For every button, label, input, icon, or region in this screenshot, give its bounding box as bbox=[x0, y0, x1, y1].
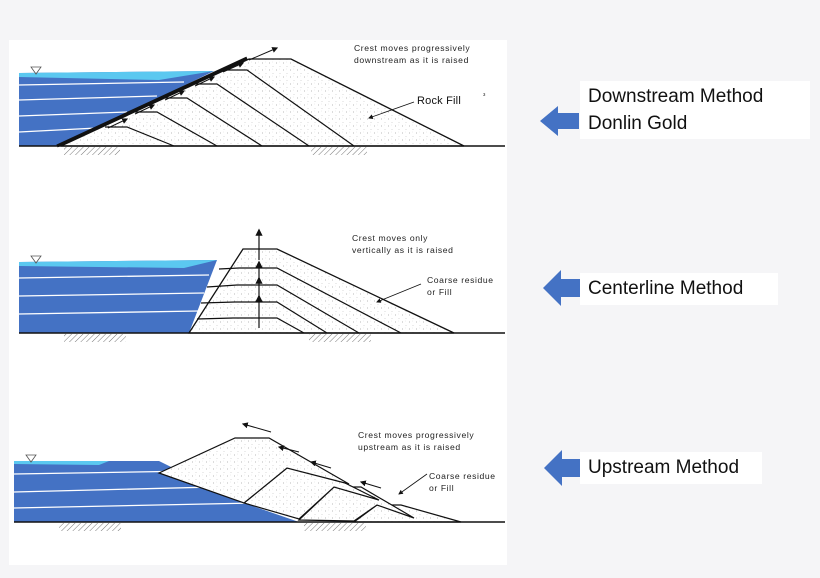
fill-label-line: or Fill bbox=[429, 483, 455, 493]
downstream-label: Downstream Method Donlin Gold bbox=[580, 81, 810, 139]
fill-label-line: Coarse residue bbox=[429, 471, 496, 481]
upstream-fill-label: Coarse residue or Fill bbox=[429, 470, 496, 494]
pond-water bbox=[19, 260, 217, 268]
project-label: Donlin Gold bbox=[588, 113, 688, 134]
water-level-icon bbox=[30, 66, 42, 75]
annotation-line: Crest moves progressively bbox=[354, 43, 471, 53]
downstream-diagram bbox=[18, 47, 505, 155]
fill-label-line: Coarse residue bbox=[427, 275, 494, 285]
fill-pointer bbox=[376, 283, 422, 303]
centerline-fill-label: Coarse residue or Fill bbox=[427, 274, 494, 298]
fill-pointer bbox=[398, 473, 428, 495]
ground-hatch-icon bbox=[304, 523, 366, 531]
crest-move-arrows bbox=[241, 422, 382, 489]
raise-outlines bbox=[105, 69, 355, 147]
upstream-label: Upstream Method bbox=[580, 452, 762, 484]
upstream-diagram bbox=[13, 422, 505, 531]
upstream-liner bbox=[56, 56, 248, 148]
tailings-deposit bbox=[19, 71, 214, 146]
upstream-annotation: Crest moves progressively upstream as it… bbox=[358, 429, 474, 453]
water-level-icon bbox=[30, 255, 42, 264]
dam-diagrams-svg bbox=[13, 47, 505, 531]
tailings-deposit bbox=[19, 260, 217, 333]
ground-hatch-icon bbox=[64, 147, 120, 155]
pond-water bbox=[19, 71, 214, 80]
left-arrow-icon bbox=[543, 270, 582, 306]
annotation-line: vertically as it is raised bbox=[352, 245, 454, 255]
annotation-line: upstream as it is raised bbox=[358, 442, 461, 452]
fill-raise bbox=[157, 437, 350, 504]
left-arrow-icon bbox=[540, 106, 579, 136]
ground-hatch-icon bbox=[59, 523, 121, 531]
raise-outlines bbox=[196, 267, 402, 334]
centerline-label: Centerline Method bbox=[580, 273, 778, 305]
tailings-layer-lines bbox=[18, 81, 185, 133]
rock-fill-pointer bbox=[368, 101, 415, 119]
ground-hatch-icon bbox=[309, 334, 371, 342]
annotation-line: Crest moves only bbox=[352, 233, 428, 243]
annotation-line: Crest moves progressively bbox=[358, 430, 475, 440]
centerline-annotation: Crest moves only vertically as it is rai… bbox=[352, 232, 454, 256]
crest-move-arrows bbox=[107, 47, 279, 129]
water-level-icon bbox=[25, 454, 37, 463]
ground-hatch-icon bbox=[311, 147, 367, 155]
downstream-annotation: Crest moves progressively downstream as … bbox=[354, 42, 470, 66]
annotation-line: downstream as it is raised bbox=[354, 55, 469, 65]
rock-fill-label: Rock Fill bbox=[417, 95, 461, 107]
method-label: Upstream Method bbox=[588, 457, 740, 478]
rock-fill-mark: ³ bbox=[483, 93, 486, 100]
method-label: Centerline Method bbox=[588, 278, 744, 299]
dam-methods-figure: Crest moves progressively downstream as … bbox=[9, 40, 507, 565]
left-arrow-icon bbox=[544, 450, 583, 486]
centerline-diagram bbox=[18, 228, 505, 342]
tailings-layer-lines bbox=[18, 274, 210, 315]
pond-water bbox=[14, 461, 109, 465]
fill-label-line: or Fill bbox=[427, 287, 453, 297]
ground-hatch-icon bbox=[64, 334, 126, 342]
method-label: Downstream Method bbox=[588, 86, 764, 107]
